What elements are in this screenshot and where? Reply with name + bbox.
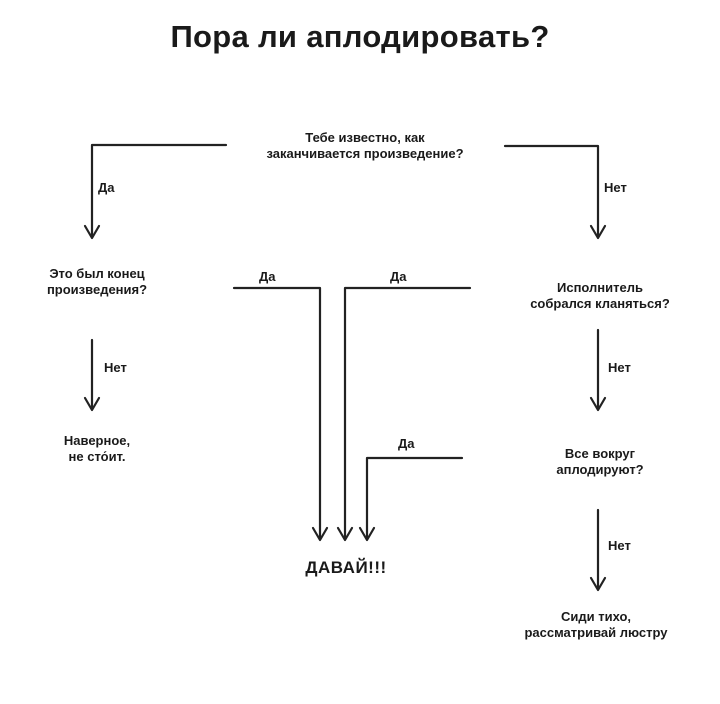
node-start-line1: Тебе известно, как <box>305 130 425 145</box>
connector-end-question-yes <box>232 286 322 540</box>
arrow-others-yes <box>358 526 376 542</box>
node-bowing: Исполнитель собрался кланяться? <box>490 280 710 311</box>
node-probably-not-line1: Наверное, <box>63 433 131 448</box>
arrow-end-question-no <box>83 396 101 412</box>
arrow-start-yes <box>83 224 101 240</box>
node-end-question: Это был конец произведения? <box>12 266 182 297</box>
arrow-start-no <box>589 224 607 240</box>
node-sit-quiet-line2: рассматривай люстру <box>524 624 668 640</box>
node-probably-not: Наверное, не сто́ит. <box>22 433 172 464</box>
node-sit-quiet: Сиди тихо, рассматривай люстру <box>478 609 714 640</box>
label-start-no: Нет <box>604 180 627 195</box>
arrow-bowing-yes <box>336 526 354 542</box>
node-probably-not-line2: не сто́ит. <box>68 448 126 464</box>
node-end-question-line2: произведения? <box>46 281 148 297</box>
node-bowing-line1: Исполнитель <box>557 280 643 295</box>
arrow-bowing-no <box>589 396 607 412</box>
label-end-question-yes: Да <box>259 269 276 284</box>
node-others-clapping: Все вокруг аплодируют? <box>512 446 688 477</box>
label-others-yes: Да <box>398 436 415 451</box>
node-others-clapping-line2: аплодируют? <box>556 461 644 477</box>
connector-start-yes <box>90 143 228 238</box>
node-start: Тебе известно, как заканчивается произве… <box>190 130 540 161</box>
connector-bowing-yes <box>343 286 472 540</box>
node-sit-quiet-line1: Сиди тихо, <box>560 609 632 624</box>
page-title: Пора ли аплодировать? <box>170 19 550 54</box>
node-others-clapping-line1: Все вокруг <box>564 446 636 461</box>
label-bowing-no: Нет <box>608 360 631 375</box>
label-others-no: Нет <box>608 538 631 553</box>
connector-others-yes <box>365 456 464 540</box>
node-bowing-line2: собрался кланяться? <box>530 295 670 311</box>
node-go: ДАВАЙ!!! <box>305 558 387 577</box>
label-start-yes: Да <box>98 180 115 195</box>
label-end-question-no: Нет <box>104 360 127 375</box>
label-bowing-yes: Да <box>390 269 407 284</box>
connector-start-no <box>503 144 600 238</box>
node-end-question-line1: Это был конец <box>49 266 145 281</box>
arrow-end-question-yes <box>311 526 329 542</box>
node-start-line2: заканчивается произведение? <box>266 145 464 161</box>
arrow-others-no <box>589 576 607 592</box>
